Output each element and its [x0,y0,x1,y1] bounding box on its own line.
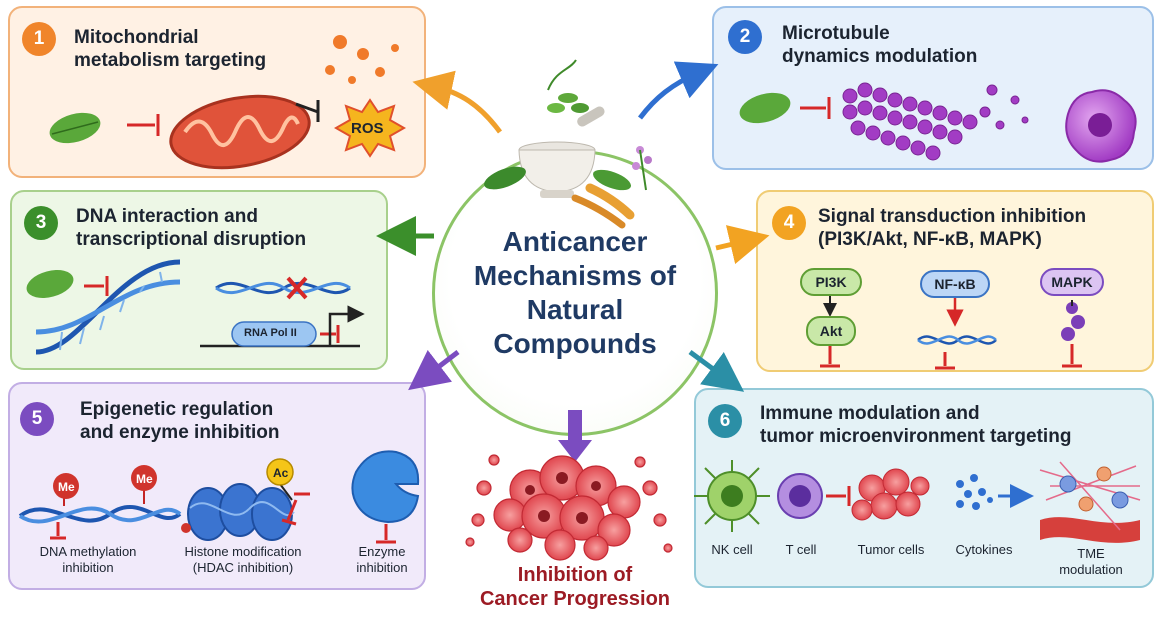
panel-3-title-line-1: DNA interaction and [76,206,258,227]
label-tme-line-1: TME [1077,546,1105,561]
panel6-illustration [694,460,1141,543]
panel-4-badge: 4 [772,206,806,240]
center-title-line-2: Mechanisms of [473,260,677,291]
panel-1-badge: 1 [22,22,56,56]
mortar-herbs-illustration [484,59,652,229]
panel-4-title-line-2: (PI3K/Akt, NF-κB, MAPK) [818,229,1042,250]
arrow-to-panel-6 [688,349,745,392]
node-nfkb: NF-κB [920,270,990,298]
panel-5-badge: 5 [20,402,54,436]
panel-3-title: DNA interaction and transcriptional disr… [76,205,306,251]
panel-6-badge: 6 [708,404,742,438]
panel-2-title-line-2: dynamics modulation [782,46,978,67]
panel-4-title: Signal transduction inhibition (PI3K/Akt… [818,205,1086,251]
arrow-to-panel-4 [715,225,770,265]
me-label-1: Me [58,480,75,494]
panel-3-badge: 3 [24,206,58,240]
label-enzyme-line-1: Enzyme [358,544,406,559]
panel2-illustration [739,82,1137,163]
label-dna-methylation-line-2: inhibition [62,560,114,575]
panel-3-title-line-2: transcriptional disruption [76,229,307,250]
panel-4-title-line-1: Signal transduction inhibition [818,206,1087,227]
center-title-line-1: Anticancer [502,226,648,257]
outcome-line-1: Inhibition of [517,564,633,586]
outcome-line-2: Cancer Progression [479,588,671,610]
me-label-2: Me [136,472,153,486]
outcome-title: Inhibition of Cancer Progression [455,563,695,611]
label-tumor-cells: Tumor cells [857,542,925,557]
panel1-illustration [49,35,407,170]
arrow-to-panel-5 [408,349,460,391]
panel-1-title-line-1: Mitochondrial [74,27,199,48]
label-dna-methylation: DNA methylation inhibition [18,544,158,576]
panel-6-title: Immune modulation and tumor microenviron… [760,402,1071,448]
panel-6-title-line-1: Immune modulation and [760,403,980,424]
label-dna-methylation-line-1: DNA methylation [39,544,137,559]
label-nk-cell: NK cell [711,542,753,557]
node-akt: Akt [806,316,856,346]
arrow-to-panel-1 [412,70,503,134]
panel-2-title: Microtubule dynamics modulation [782,22,977,68]
panel5-illustration [18,450,420,544]
panel-2-badge: 2 [728,20,762,54]
ros-label: ROS [351,120,384,137]
label-enzyme-line-2: inhibition [356,560,408,575]
label-histone-line-2: (HDAC inhibition) [192,560,294,575]
label-t-cell: T cell [785,542,817,557]
label-enzyme-inhibition: Enzyme inhibition [340,544,424,576]
rna-pol-label: RNA Pol II [244,327,297,339]
center-title-line-4: Compounds [493,328,657,359]
label-cytokines: Cytokines [955,542,1013,557]
node-pi3k: PI3K [800,268,862,296]
node-mapk: MAPK [1040,268,1104,296]
panel-1-title-line-2: metabolism targeting [74,50,267,71]
panel-5-title: Epigenetic regulation and enzyme inhibit… [80,398,280,444]
panel-2-title-line-1: Microtubule [782,23,890,44]
label-histone-modification: Histone modification (HDAC inhibition) [168,544,318,576]
enzyme-shape [351,450,420,524]
panel-6-title-line-2: tumor microenvironment targeting [760,426,1072,447]
label-histone-line-1: Histone modification [184,544,302,559]
ros-starburst [333,98,407,158]
center-title: Anticancer Mechanisms of Natural Compoun… [450,225,700,361]
tumor-mass-illustration [465,454,673,561]
panel-5-title-line-2: and enzyme inhibition [80,422,280,443]
panel4-illustration [820,296,1085,370]
panel-1-title: Mitochondrial metabolism targeting [74,26,266,72]
ac-label: Ac [273,466,289,480]
panel3-illustration [26,259,365,355]
center-title-line-3: Natural [526,294,624,325]
label-tme-line-2: modulation [1059,562,1123,577]
label-tme-modulation: TME modulation [1048,546,1134,578]
panel-5-title-line-1: Epigenetic regulation [80,399,274,420]
arrow-to-panel-2 [638,61,719,120]
